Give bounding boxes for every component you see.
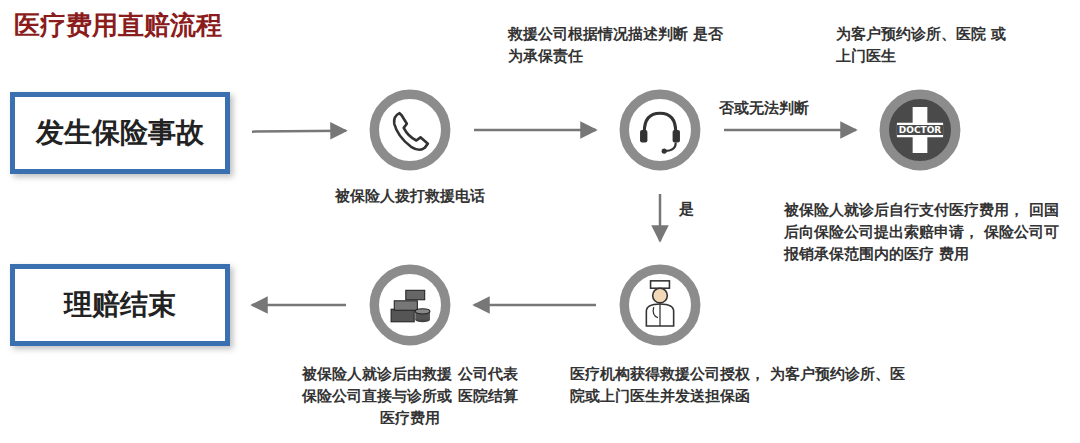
step-caption: 医疗机构获得救援公司授权， 为客户预约诊所、医院或上门医生并发送担保函 — [570, 364, 915, 408]
judge-step: 救援公司根据情况描述判断 是否为承保责任 — [618, 88, 702, 172]
flow-arrow — [252, 129, 346, 132]
icon-label: DOCTOR — [897, 125, 943, 136]
settle-step: 被保险人就诊后由救援 公司代表保险公司直接与诊所或 医院结算医疗费用 — [368, 263, 452, 347]
flow-arrow — [659, 194, 662, 241]
flow-arrow — [724, 129, 856, 132]
box-text: 发生保险事故 — [36, 114, 204, 152]
edge-label: 是 — [676, 200, 697, 219]
step-caption: 被保险人就诊后自行支付医疗费用， 回国后向保险公司提出索赔申请， 保险公司可报销… — [784, 200, 1074, 265]
edge-label: 否或无法判断 — [716, 99, 812, 118]
start-box: 发生保险事故 — [10, 92, 230, 174]
headset-icon — [618, 88, 702, 172]
diagram-title: 医疗费用直赔流程 — [14, 8, 222, 43]
money-icon — [368, 263, 452, 347]
step-caption: 被保险人拨打救援电话 — [290, 186, 530, 208]
medic-icon — [618, 263, 702, 347]
phone-icon — [368, 88, 452, 172]
step-heading: 为客户预约诊所、医院 或上门医生 — [836, 24, 1016, 68]
flow-arrow — [474, 129, 596, 132]
phone-step: 被保险人拨打救援电话 — [368, 88, 452, 172]
step-heading: 救援公司根据情况描述判断 是否为承保责任 — [508, 24, 733, 68]
end-box: 理赔结束 — [10, 264, 230, 346]
authorize-step: 医疗机构获得救援公司授权， 为客户预约诊所、医院或上门医生并发送担保函 — [618, 263, 702, 347]
step-caption: 被保险人就诊后由救援 公司代表保险公司直接与诊所或 医院结算医疗费用 — [295, 364, 525, 429]
box-text: 理赔结束 — [64, 286, 176, 324]
flow-arrow — [252, 304, 346, 307]
flow-arrow — [474, 304, 596, 307]
